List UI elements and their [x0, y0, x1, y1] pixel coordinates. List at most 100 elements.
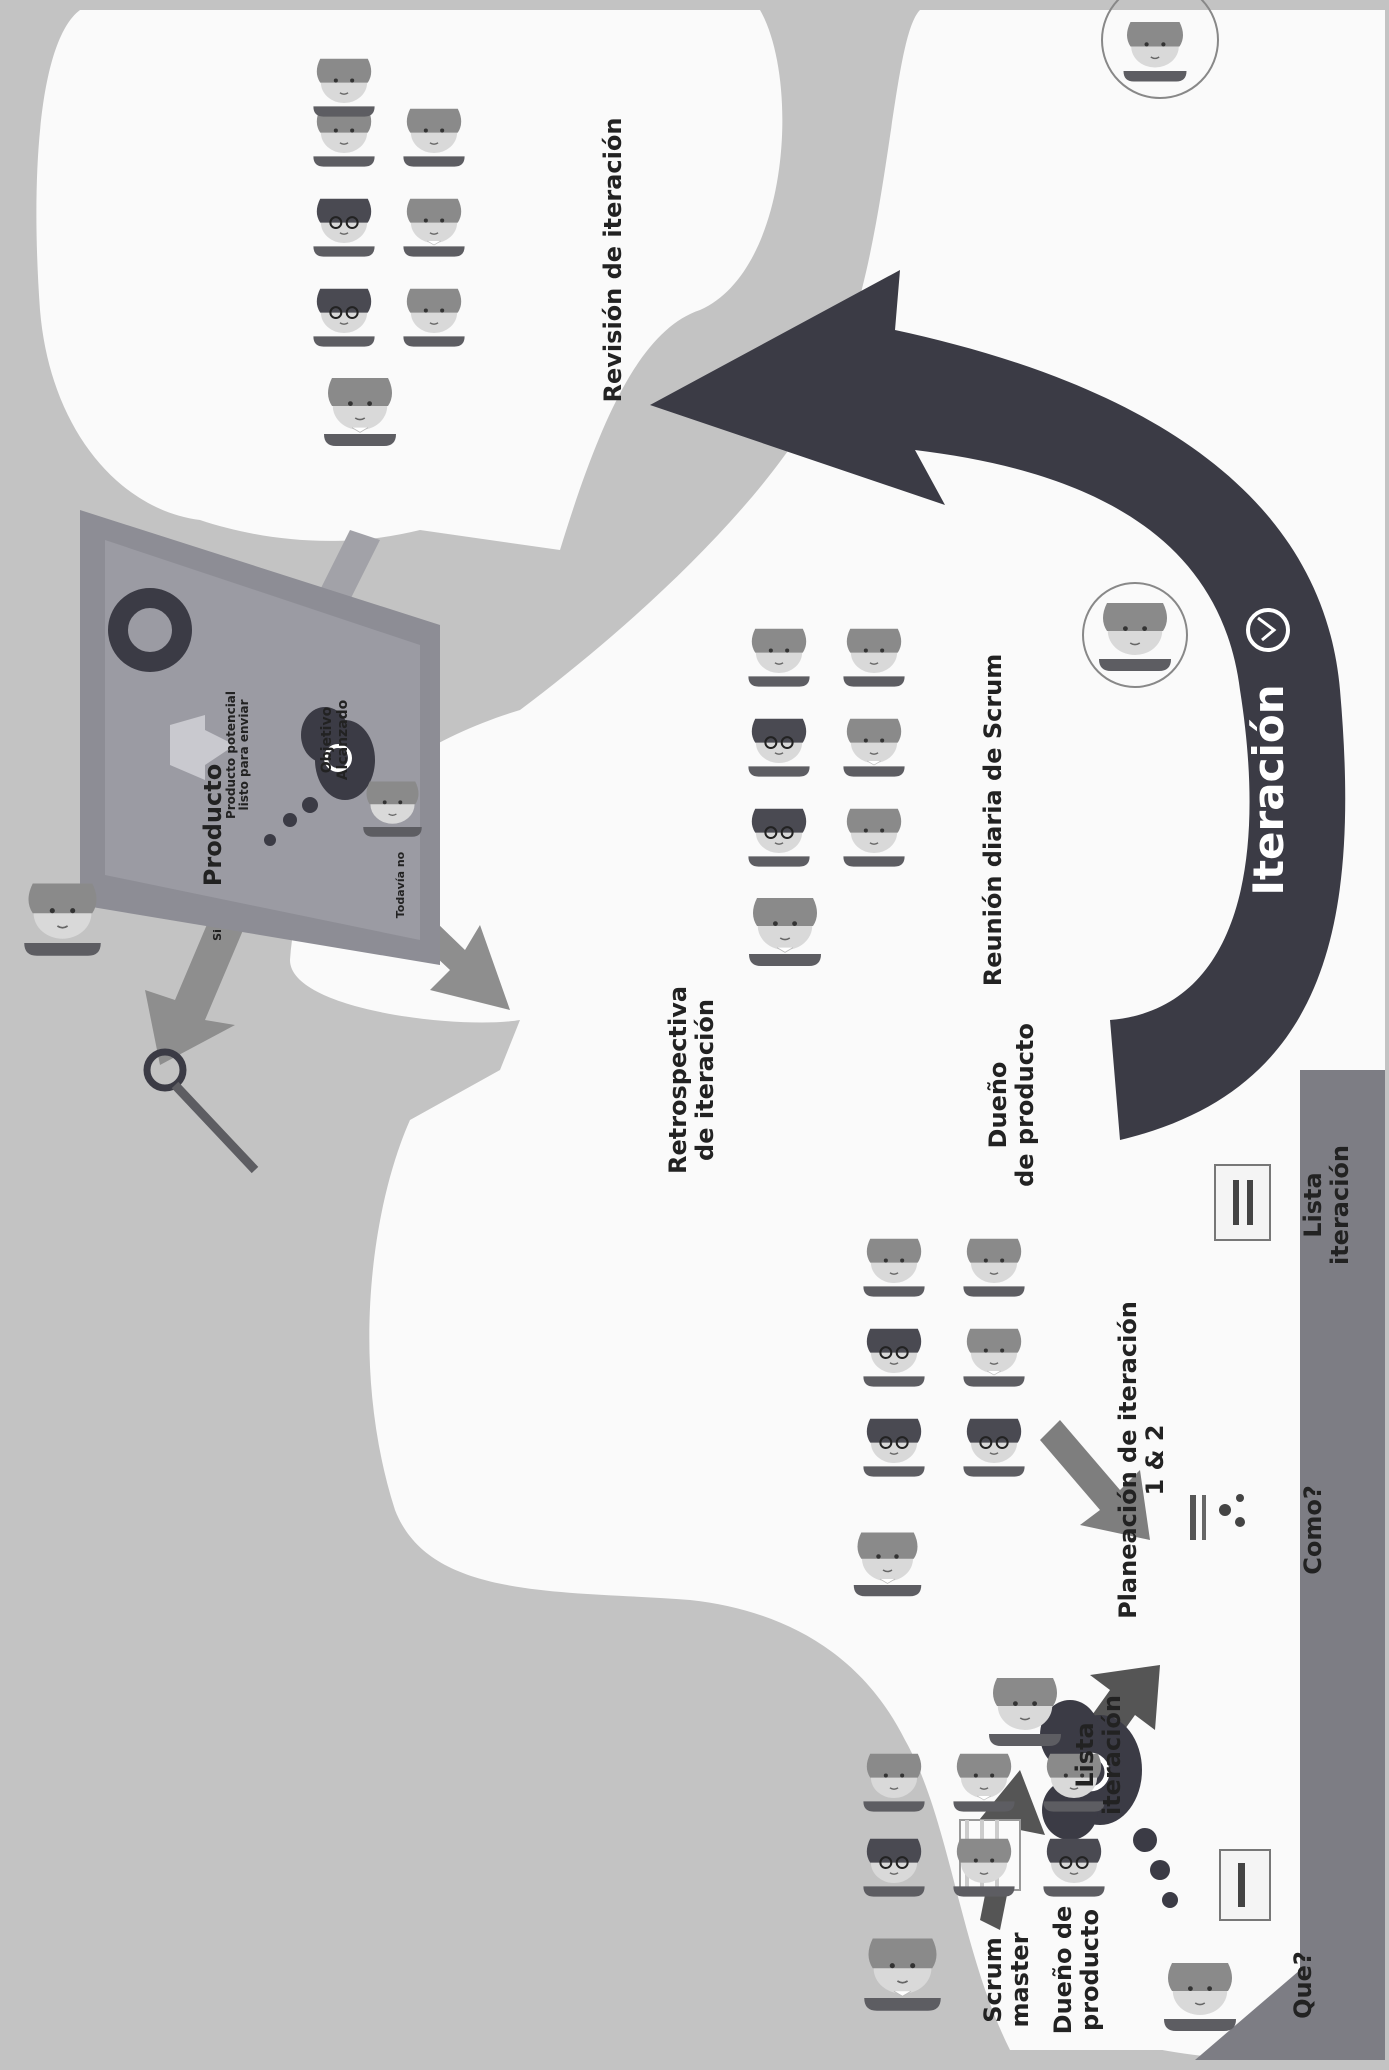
avatar-daily-scrum-master	[1095, 595, 1175, 675]
scrum-master-circle	[1082, 582, 1188, 688]
label-reunion-diaria: Reunión diaria de Scrum	[979, 653, 1007, 987]
ring-arrow	[170, 715, 235, 780]
person-icon	[313, 58, 375, 117]
person-icon	[1043, 1753, 1105, 1812]
avatar-planning-4	[860, 1747, 928, 1815]
avatar-daily-3	[745, 712, 813, 780]
person-icon	[1043, 1838, 1105, 1897]
person-icon	[363, 781, 422, 837]
label-lista-iteracion-1: Lista iteración	[1071, 1694, 1126, 1816]
avatar-review-circle	[1120, 15, 1190, 85]
label-que: Que?	[1289, 1951, 1317, 2019]
avatar-daily-6	[840, 712, 908, 780]
document-list-icon-2	[1214, 1164, 1271, 1241]
person-icon	[863, 1238, 925, 1297]
key-icon	[143, 1048, 259, 1174]
person-icon	[313, 288, 375, 347]
label-como: Como?	[1299, 1485, 1327, 1575]
person-icon	[748, 718, 810, 777]
person-icon	[843, 718, 905, 777]
person-icon	[748, 628, 810, 687]
avatar-planning-5	[950, 1747, 1018, 1815]
label-dueno-producto-2: Dueño de producto	[984, 1023, 1039, 1187]
label-planeacion: Planeación de iteración 1 & 2	[1114, 1301, 1169, 1619]
person-icon	[864, 1938, 941, 2011]
avatar-retro-6	[960, 1322, 1028, 1390]
tools-panel	[1195, 1070, 1385, 2060]
avatar-planning-1	[860, 1832, 928, 1900]
avatar-review-8	[310, 52, 378, 120]
label-dueno-producto-1: Dueño de producto	[1049, 1905, 1104, 2035]
person-icon	[403, 108, 465, 167]
label-lista-iteracion-2: Lista iteración	[1299, 1144, 1354, 1266]
avatar-daily-1	[745, 890, 825, 970]
gears-icon	[1190, 1494, 1245, 1540]
avatar-retro-2	[860, 1412, 928, 1480]
avatar-review-7	[400, 102, 468, 170]
avatar-retro-7	[960, 1232, 1028, 1300]
avatar-product-owner-2	[985, 1670, 1065, 1750]
person-icon	[863, 1328, 925, 1387]
person-icon	[953, 1753, 1015, 1812]
arrow-retro-to-planning	[1040, 1420, 1150, 1540]
person-icon	[1099, 603, 1171, 671]
label-si: Si	[211, 929, 224, 941]
person-icon	[853, 1532, 922, 1597]
product-ring	[108, 588, 192, 672]
review-bubble	[36, 10, 783, 550]
avatar-review-6	[400, 192, 468, 260]
avatar-product	[20, 875, 105, 960]
person-icon	[313, 198, 375, 257]
label-iteracion: Iteración	[1244, 684, 1293, 896]
label-retrospectiva: Retrospectiva de iteración	[664, 985, 719, 1175]
avatar-scrum-master	[860, 1930, 945, 2015]
document-list-icon	[1219, 1849, 1271, 1921]
avatar-daily-5	[840, 802, 908, 870]
person-icon	[1123, 22, 1187, 82]
person-icon	[963, 1238, 1025, 1297]
person-icon	[963, 1418, 1025, 1477]
review-circle	[1101, 0, 1219, 99]
label-producto: Producto	[199, 763, 227, 887]
person-icon	[863, 1838, 925, 1897]
avatar-objetivo	[360, 775, 425, 840]
avatar-daily-7	[840, 622, 908, 690]
person-icon	[749, 898, 821, 966]
person-icon	[843, 808, 905, 867]
person-icon	[963, 1328, 1025, 1387]
person-icon	[953, 1838, 1015, 1897]
avatar-planning-3	[1040, 1832, 1108, 1900]
clock-icon	[1246, 608, 1290, 652]
person-icon	[324, 378, 396, 446]
iteration-arrow	[650, 270, 1346, 1140]
avatar-retro-1	[850, 1525, 925, 1600]
label-revision: Revisión de iteración	[599, 117, 627, 403]
person-icon	[403, 198, 465, 257]
person-icon	[24, 883, 101, 956]
main-bubble	[290, 10, 1385, 2050]
person-icon	[1164, 1963, 1236, 2031]
person-icon	[863, 1753, 925, 1812]
avatar-review-1	[320, 370, 400, 450]
label-todavia-no: Todavía no	[394, 851, 407, 919]
label-scrum-master: Scrum master	[979, 1932, 1034, 2028]
person-icon	[989, 1678, 1061, 1746]
person-icon	[863, 1418, 925, 1477]
avatar-retro-4	[860, 1232, 928, 1300]
person-icon	[843, 628, 905, 687]
avatar-review-5	[400, 282, 468, 350]
avatar-planning-2	[950, 1832, 1018, 1900]
avatar-daily-4	[745, 622, 813, 690]
avatar-product-owner	[1160, 1955, 1240, 2035]
avatar-retro-3	[860, 1322, 928, 1390]
label-objetivo-alcanzado: Objetivo Alcanzado	[319, 699, 351, 781]
cloud-thought-icon-small	[264, 707, 375, 846]
avatar-review-3	[310, 192, 378, 260]
avatar-planning-6	[1040, 1747, 1108, 1815]
label-producto-potencial: Producto potencial listo para enviar	[224, 690, 252, 820]
avatar-review-2	[310, 282, 378, 350]
person-icon	[748, 808, 810, 867]
avatar-retro-5	[960, 1412, 1028, 1480]
